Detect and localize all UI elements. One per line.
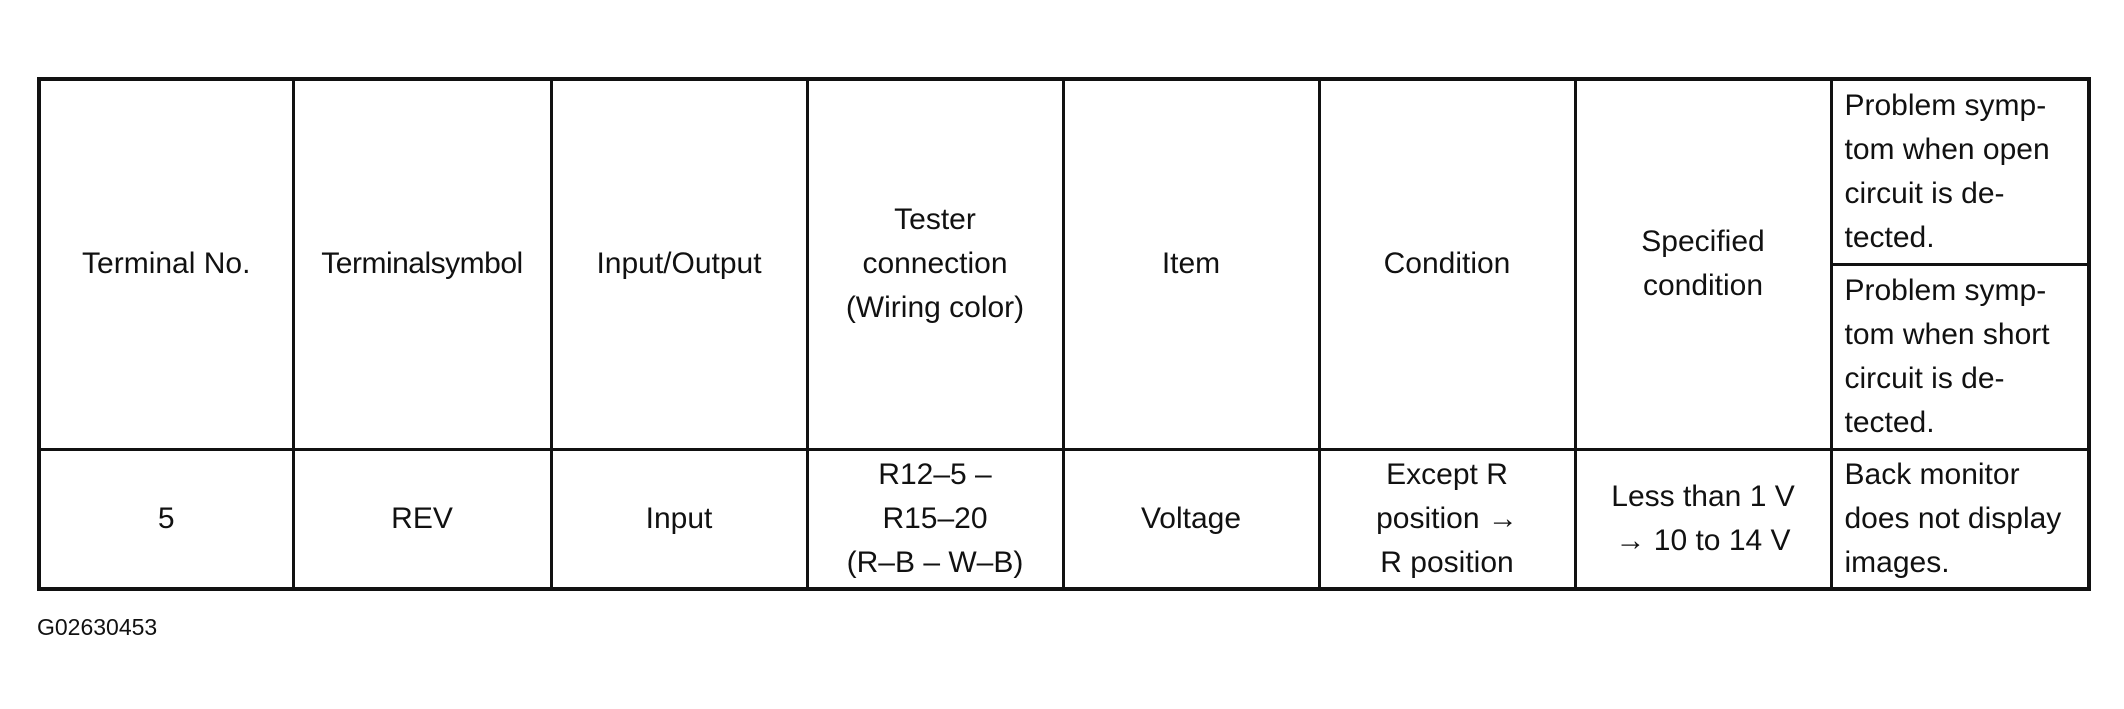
cell-terminal-no: 5	[37, 447, 295, 591]
header-row: Terminal No. Terminalsymbol Input/Output…	[37, 77, 2091, 451]
terminal-spec-table: Terminal No. Terminalsymbol Input/Output…	[37, 77, 2091, 591]
cell-input-output: Input	[549, 447, 809, 591]
header-item: Item	[1061, 77, 1321, 451]
header-terminal-symbol: Terminalsymbol	[291, 77, 553, 451]
header-input-output: Input/Output	[549, 77, 809, 451]
cell-terminal-symbol: REV	[291, 447, 553, 591]
cell-item: Voltage	[1061, 447, 1321, 591]
cell-tester-connection: R12–5 –R15–20(R–B – W–B)	[805, 447, 1065, 591]
table-row: 5 REV Input R12–5 –R15–20(R–B – W–B) Vol…	[37, 447, 2091, 591]
figure-id: G02630453	[37, 614, 158, 640]
cell-specified-condition: Less than 1 V→ 10 to 14 V	[1573, 447, 1833, 591]
header-terminal-no: Terminal No.	[37, 77, 295, 451]
header-condition: Condition	[1317, 77, 1577, 451]
